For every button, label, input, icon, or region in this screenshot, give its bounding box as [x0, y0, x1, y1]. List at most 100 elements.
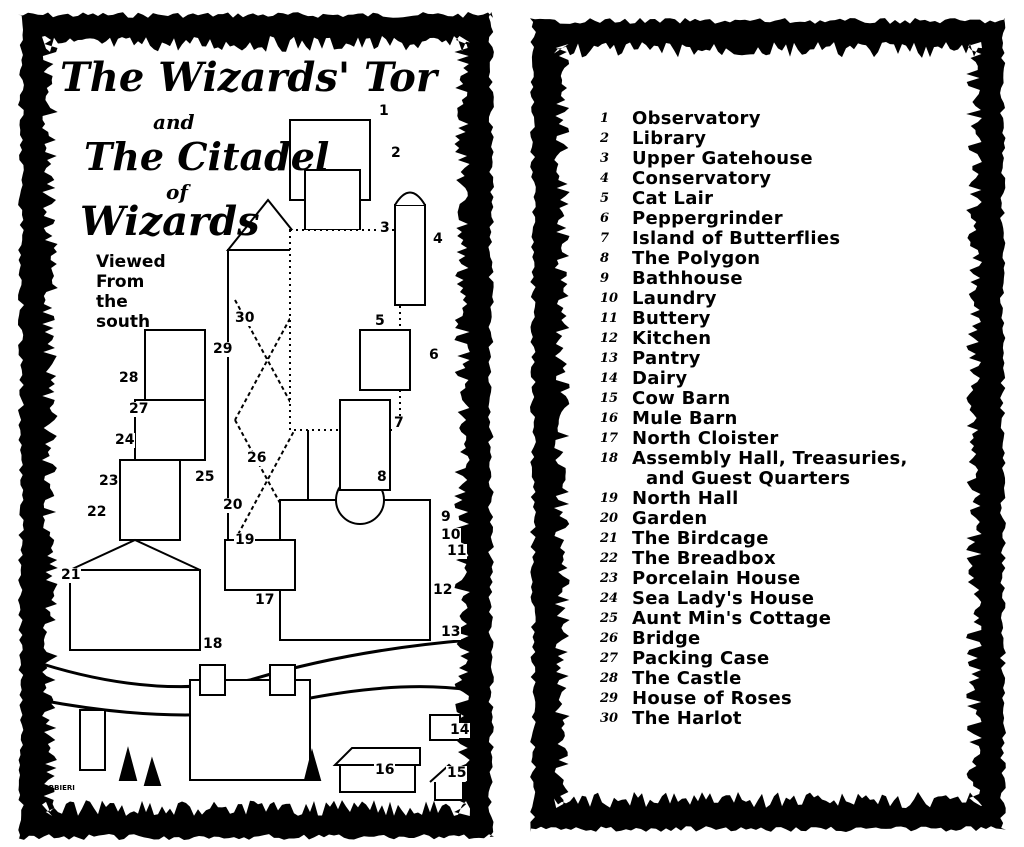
map-label-11: 11: [446, 543, 468, 559]
map-label-15: 15: [446, 765, 468, 781]
map-label-2: 2: [390, 145, 402, 161]
legend-label: Peppergrinder: [632, 207, 783, 229]
legend-label: Library: [632, 127, 707, 149]
legend-number: 2: [600, 130, 610, 146]
legend-number: 22: [600, 550, 619, 566]
legend-label: and Guest Quarters: [646, 467, 851, 489]
artist-signature: BARBIERI: [38, 784, 75, 792]
legend-item: 21 The Birdcage: [600, 527, 908, 549]
map-title-wizards: Wizards: [80, 198, 260, 245]
map-label-10: 10: [440, 527, 462, 543]
legend-item: 8 The Polygon: [600, 247, 908, 269]
map-label-23: 23: [98, 473, 120, 489]
map-label-21: 21: [60, 567, 82, 583]
map-label-30: 30: [234, 310, 256, 326]
legend-label: The Harlot: [632, 707, 742, 729]
legend-label: Buttery: [632, 307, 711, 329]
legend-item: 26 Bridge: [600, 627, 908, 649]
legend-number: 28: [600, 670, 619, 686]
map-label-13: 13: [440, 624, 462, 640]
legend-item-continuation: and Guest Quarters: [600, 467, 908, 489]
legend-label: Island of Butterflies: [632, 227, 841, 249]
legend-item: 11 Buttery: [600, 307, 908, 329]
legend-label: Packing Case: [632, 647, 770, 669]
legend-item: 4 Conservatory: [600, 167, 908, 189]
legend-label: The Birdcage: [632, 527, 769, 549]
legend-label: Dairy: [632, 367, 688, 389]
map-label-24: 24: [114, 432, 136, 448]
legend-number: 21: [600, 530, 619, 546]
map-label-22: 22: [86, 504, 108, 520]
map-label-1: 1: [378, 103, 390, 119]
legend-label: Observatory: [632, 107, 761, 129]
legend-number: 20: [600, 510, 619, 526]
subtitle-line: From the: [96, 272, 145, 312]
legend-number: 18: [600, 450, 619, 466]
legend-item: 22 The Breadbox: [600, 547, 908, 569]
map-label-3: 3: [379, 220, 391, 236]
legend-label: The Castle: [632, 667, 742, 689]
legend-number: 11: [600, 310, 619, 326]
legend-number: 29: [600, 690, 619, 706]
legend-number: 16: [600, 410, 619, 426]
legend-item: 13 Pantry: [600, 347, 908, 369]
map-label-4: 4: [432, 231, 444, 247]
legend-label: Mule Barn: [632, 407, 738, 429]
legend-number: 27: [600, 650, 619, 666]
legend-number: 7: [600, 230, 610, 246]
legend-number: 30: [600, 710, 619, 726]
legend-number: 23: [600, 570, 619, 586]
legend-label: Bridge: [632, 627, 701, 649]
legend-item: 20 Garden: [600, 507, 908, 529]
map-label-25: 25: [194, 469, 216, 485]
legend-label: Conservatory: [632, 167, 772, 189]
map-label-12: 12: [432, 582, 454, 598]
map-label-9: 9: [440, 509, 452, 525]
legend-item: 2 Library: [600, 127, 908, 149]
map-label-19: 19: [234, 532, 256, 548]
legend-item: 7 Island of Butterflies: [600, 227, 908, 249]
legend-label: North Cloister: [632, 427, 779, 449]
legend-label: North Hall: [632, 487, 739, 509]
legend-item: 15 Cow Barn: [600, 387, 908, 409]
map-label-29: 29: [212, 341, 234, 357]
subtitle-line: south: [96, 312, 151, 332]
legend-number: 13: [600, 350, 619, 366]
legend-label: Aunt Min's Cottage: [632, 607, 832, 629]
legend-item: 28 The Castle: [600, 667, 908, 689]
citadel-illustration: [29, 119, 471, 801]
legend-number: 5: [600, 190, 610, 206]
legend-number: 25: [600, 610, 619, 626]
legend-item: 16 Mule Barn: [600, 407, 908, 429]
legend-number: 26: [600, 630, 619, 646]
legend-label: Upper Gatehouse: [632, 147, 813, 169]
map-label-27: 27: [128, 401, 150, 417]
map-label-20: 20: [222, 497, 244, 513]
legend-label: Assembly Hall, Treasuries,: [632, 447, 908, 469]
legend-number: 15: [600, 390, 619, 406]
legend-number: 3: [600, 150, 610, 166]
legend-item: 27 Packing Case: [600, 647, 908, 669]
map-legend: 1 Observatory 2 Library 3 Upper Gatehouse 4 Con…: [600, 107, 908, 729]
legend-number: 14: [600, 370, 619, 386]
legend-label: Garden: [632, 507, 708, 529]
legend-number: 8: [600, 250, 610, 266]
legend-label: The Polygon: [632, 247, 761, 269]
legend-label: The Breadbox: [632, 547, 776, 569]
legend-number: 4: [600, 170, 610, 186]
map-label-28: 28: [118, 370, 140, 386]
legend-number: 24: [600, 590, 619, 606]
legend-label: Cow Barn: [632, 387, 731, 409]
map-label-14: 14: [449, 722, 471, 738]
legend-item: 18 Assembly Hall, Treasuries,: [600, 447, 908, 469]
legend-label: Pantry: [632, 347, 701, 369]
legend-number: 1: [600, 110, 610, 126]
map-label-26: 26: [246, 450, 268, 466]
